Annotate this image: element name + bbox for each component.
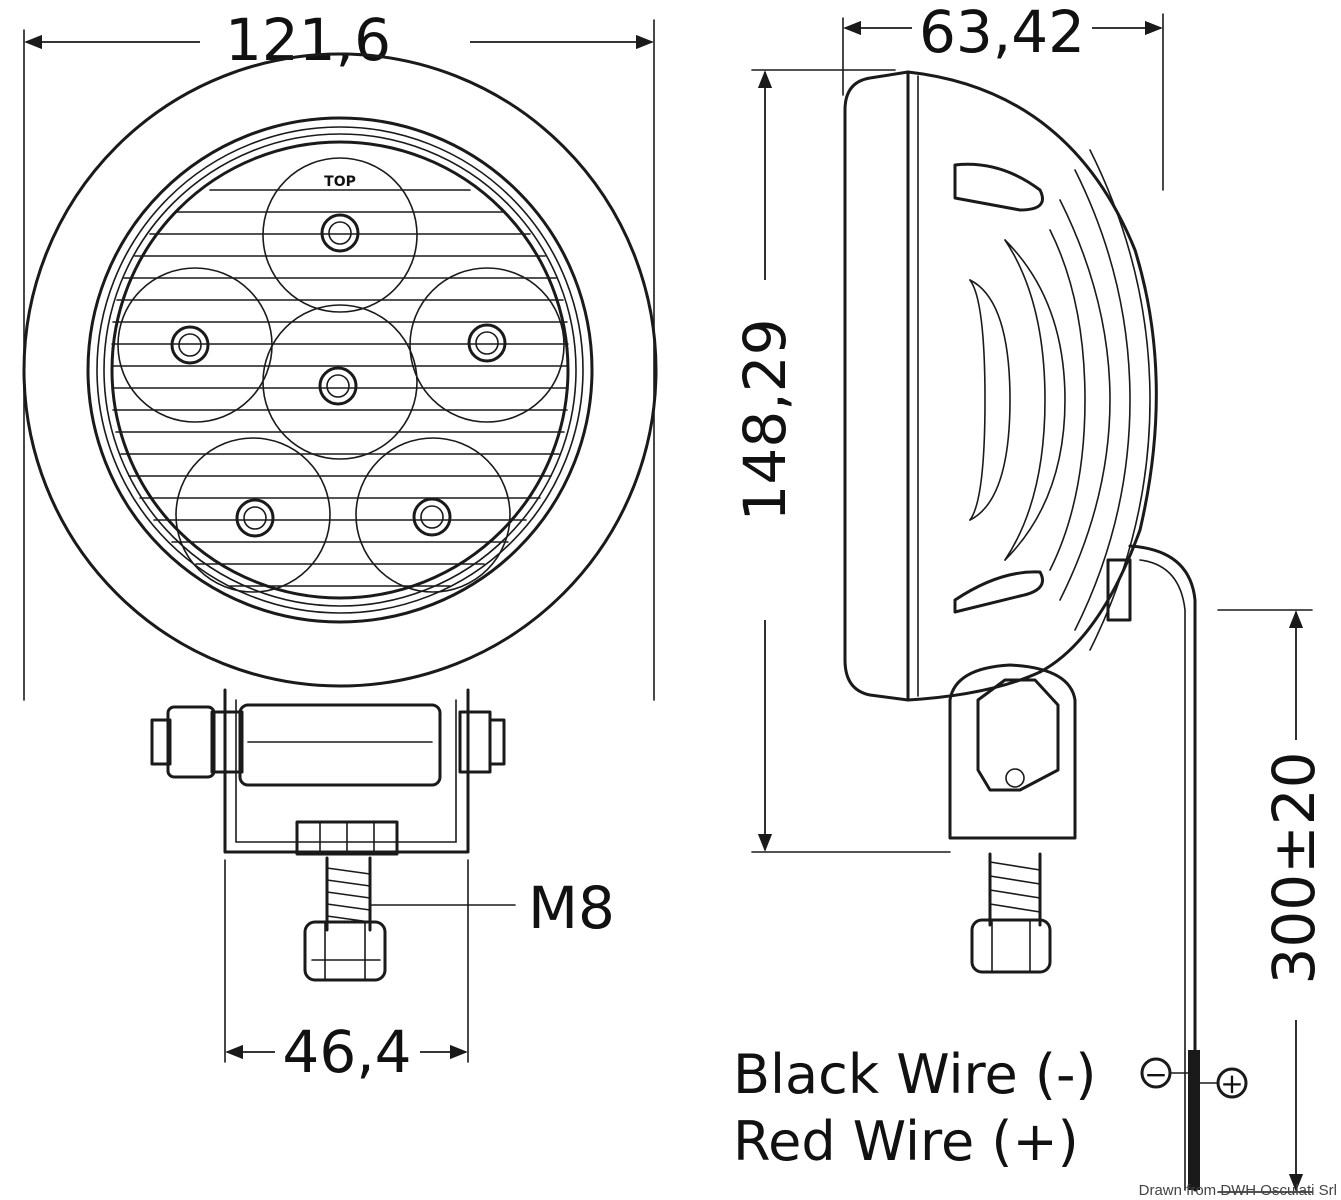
bracket-label: 46,4 (282, 1018, 411, 1086)
cable-label: 300±20 (1260, 751, 1328, 984)
cable-gland (1106, 558, 1132, 622)
wire-terminals: − + (1140, 1057, 1248, 1100)
red-wire-label: Red Wire (+) (733, 1110, 1079, 1173)
bezel-ring (103, 133, 577, 607)
mounting-bracket (150, 688, 506, 856)
led-icon (235, 498, 275, 538)
bracket-dimension: 46,4 (224, 859, 469, 1086)
lens-outline (110, 140, 570, 600)
front-bezel (843, 70, 910, 702)
height-label: 148,29 (731, 319, 799, 522)
front-view: 121,6 (22, 6, 658, 1086)
negative-symbol: − (1144, 1058, 1167, 1091)
width-dimension: 121,6 (23, 6, 655, 701)
side-mount (948, 663, 1077, 974)
m8-bolt-icon (303, 856, 387, 982)
housing-outline (22, 52, 658, 688)
led-icon (318, 366, 358, 406)
pivot-knob-icon (166, 705, 216, 779)
led-icon (412, 497, 452, 537)
power-cable (1128, 544, 1197, 1192)
nut-icon (970, 918, 1052, 974)
bezel-ring (96, 126, 584, 614)
top-mark: TOP (324, 174, 356, 190)
depth-label: 63,42 (919, 0, 1085, 66)
thread-label: M8 (528, 874, 615, 942)
cooling-fins (953, 149, 1151, 651)
positive-terminal-icon (1216, 1067, 1248, 1099)
rear-housing (906, 70, 1158, 702)
led-icon (320, 213, 360, 253)
led-icon (467, 323, 507, 363)
led-icon (170, 325, 210, 365)
led-reflectors: TOP (117, 157, 565, 593)
bezel-outer-ring (86, 116, 594, 624)
black-wire-label: Black Wire (-) (733, 1043, 1097, 1106)
side-view: 63,42 148,29 (731, 0, 1328, 1193)
positive-symbol: + (1220, 1067, 1243, 1100)
cable-dimension: 300±20 (1217, 609, 1328, 1193)
depth-dimension: 63,42 (842, 0, 1164, 191)
credit-text: Drawn from DWH Osculati Srl (1139, 1182, 1337, 1199)
height-dimension: 148,29 (731, 69, 951, 853)
lens-ribs (111, 189, 569, 587)
wire-ends (1188, 1050, 1200, 1190)
width-label: 121,6 (225, 6, 391, 74)
negative-terminal-icon (1140, 1057, 1172, 1089)
